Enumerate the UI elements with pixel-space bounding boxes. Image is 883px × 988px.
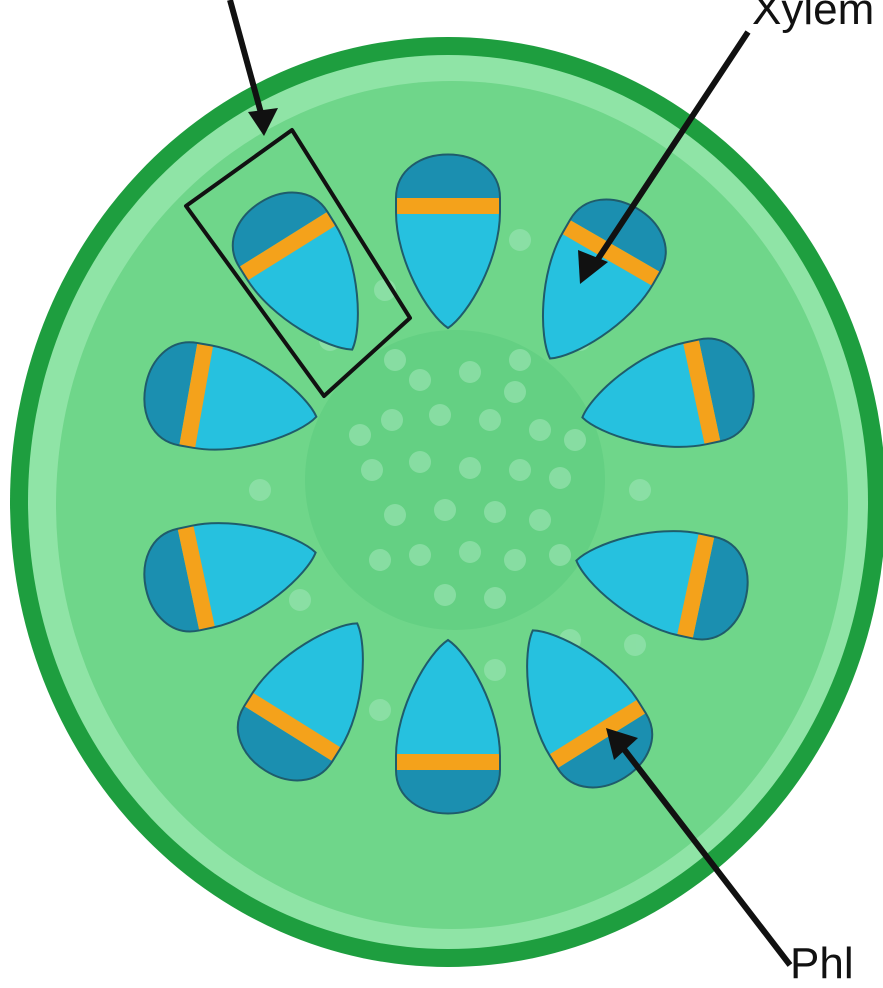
- pith-cell-dot: [529, 509, 551, 531]
- pith-cell-dot: [361, 459, 383, 481]
- phloem-label: Phl: [790, 942, 854, 986]
- pith-cell-dot: [434, 584, 456, 606]
- cambium-band: [396, 198, 500, 214]
- pith-cell-dot: [509, 459, 531, 481]
- pith-cell-dot: [369, 549, 391, 571]
- xylem-label: Xylem: [752, 0, 874, 32]
- pith-cell-dot: [564, 429, 586, 451]
- pith-cell-dot: [549, 467, 571, 489]
- pith-cell-dot: [429, 404, 451, 426]
- pith-cell-dot: [289, 589, 311, 611]
- pith-cell-dot: [384, 349, 406, 371]
- pith-cell-dot: [509, 349, 531, 371]
- pith-cell-dot: [459, 361, 481, 383]
- pith-cell-dot: [484, 501, 506, 523]
- pith-cell-dot: [409, 544, 431, 566]
- pith-cell-dot: [479, 409, 501, 431]
- pith-cell-dot: [381, 409, 403, 431]
- pith-cell-dot: [249, 479, 271, 501]
- pith-cell-dot: [484, 587, 506, 609]
- pith-cell-dot: [459, 457, 481, 479]
- pith-cell-dot: [434, 499, 456, 521]
- cambium-band: [396, 754, 500, 770]
- pith-cell-dot: [459, 541, 481, 563]
- pith-cell-dot: [484, 659, 506, 681]
- pith-cell-dot: [384, 504, 406, 526]
- pith-cell-dot: [349, 424, 371, 446]
- pith-cell-dot: [409, 369, 431, 391]
- pith-cell-dot: [624, 634, 646, 656]
- pith-cell-dot: [549, 544, 571, 566]
- pith-cell-dot: [504, 549, 526, 571]
- pith-cell-dot: [369, 699, 391, 721]
- pith-cell-dot: [504, 381, 526, 403]
- pith-cell-dot: [629, 479, 651, 501]
- pith-cell-dot: [409, 451, 431, 473]
- pith-cell-dot: [509, 229, 531, 251]
- pith-cell-dot: [529, 419, 551, 441]
